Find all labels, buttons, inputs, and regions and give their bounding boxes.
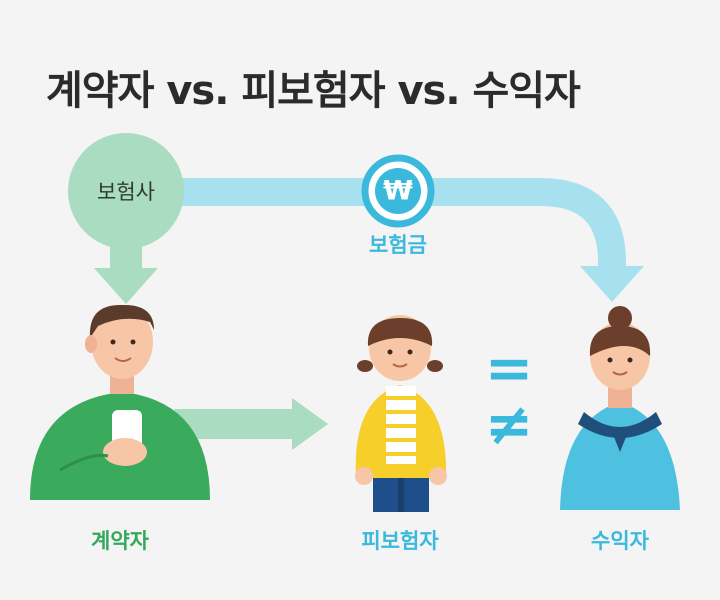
payout-label: 보험금 bbox=[369, 233, 427, 257]
insurer-node bbox=[68, 133, 184, 249]
insured-label: 피보험자 bbox=[361, 529, 439, 553]
contractor-arrow-head bbox=[292, 398, 328, 450]
insurer-label: 보험사 bbox=[97, 180, 155, 204]
not-equal-sign: ≠ bbox=[484, 390, 534, 458]
page-title: 계약자 vs. 피보험자 vs. 수익자 bbox=[46, 68, 581, 114]
beneficiary-label: 수익자 bbox=[591, 529, 649, 553]
won-coin-icon bbox=[361, 154, 435, 228]
insurer-arrow-head bbox=[94, 268, 158, 304]
payout-flow-arrow bbox=[150, 178, 626, 272]
beneficiary-figure bbox=[560, 306, 680, 510]
insured-figure bbox=[355, 315, 447, 512]
contractor-label: 계약자 bbox=[91, 529, 149, 553]
payout-flow-arrowhead bbox=[580, 266, 644, 302]
equal-sign: = bbox=[484, 334, 534, 402]
won-symbol: ₩ bbox=[383, 175, 413, 207]
contractor-figure bbox=[30, 304, 210, 500]
